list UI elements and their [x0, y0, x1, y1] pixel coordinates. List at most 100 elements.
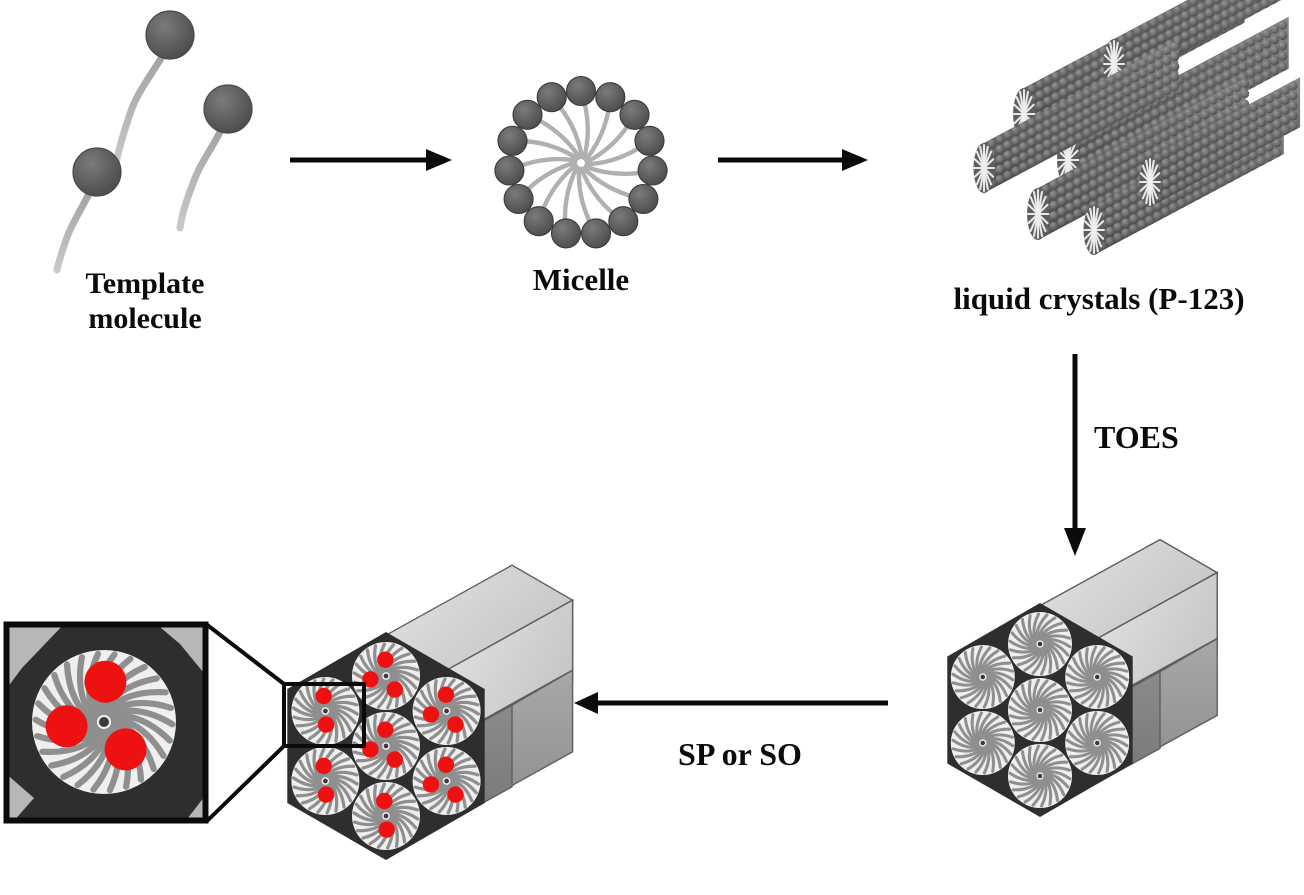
rod-bead: [1222, 70, 1232, 81]
pore-spiral: [984, 670, 1015, 682]
pore-spiral: [1084, 713, 1094, 744]
rod-bead: [1240, 126, 1250, 136]
rod-bead: [1050, 135, 1061, 145]
rod-bead: [1112, 177, 1123, 187]
rod-bead: [1165, 19, 1175, 29]
rod-bead: [1146, 54, 1156, 64]
pore-spiral: [1067, 664, 1095, 682]
pore-spiral: [294, 767, 323, 786]
arrow-micelle-to-liquid-crystals: [716, 142, 886, 178]
pore-spiral: [1008, 647, 1040, 654]
pore-spiral: [970, 713, 980, 744]
rod-bead: [1105, 226, 1115, 237]
rod-bead: [1043, 129, 1053, 139]
rod-bead: [1157, 24, 1167, 34]
rod-bead: [1121, 208, 1131, 218]
rod-bead: [1128, 158, 1138, 168]
pore-spiral: [421, 714, 450, 735]
rod-bead: [1228, 16, 1238, 26]
liquid-crystal-rod: [972, 39, 1180, 194]
pore-spiral: [1097, 733, 1129, 740]
rod-bead: [1198, 62, 1208, 72]
pore-centre: [980, 674, 986, 680]
rod-bead: [1262, 29, 1272, 39]
rod-bead: [1193, 152, 1203, 162]
rod-bead: [1066, 96, 1076, 107]
rod-bead: [1188, 27, 1199, 37]
nanoparticle: [317, 786, 335, 803]
rod-bead: [1066, 116, 1076, 127]
micelle-head: [494, 155, 525, 186]
rod-bead: [1154, 80, 1164, 90]
nanoparticle: [376, 792, 393, 810]
rod-bead: [1129, 184, 1139, 194]
rod-bead: [1104, 181, 1115, 191]
pore-channel: [352, 782, 420, 850]
rod-bead: [1011, 126, 1021, 136]
arrow-liquid-crystals-to-silica: [1056, 352, 1100, 562]
rod-bead: [1011, 166, 1021, 176]
rod-bead: [1145, 215, 1155, 225]
rod-bead: [1087, 142, 1097, 152]
pore-channel: [352, 642, 420, 710]
pore-spiral: [421, 784, 450, 805]
rod-bead: [1232, 120, 1242, 131]
rod-bead: [1114, 71, 1124, 81]
rod-bead: [1240, 106, 1250, 116]
rod-bead: [1280, 85, 1290, 95]
rod-bead: [1146, 64, 1156, 74]
rod-bead: [1057, 186, 1067, 196]
rod-bead: [1089, 190, 1099, 200]
silica-block-body: [947, 538, 1219, 817]
rod-bead: [1075, 79, 1085, 89]
pore-channel: [1065, 645, 1130, 709]
loaded-silica-block-body: [287, 564, 575, 860]
rod-bead: [1204, 0, 1214, 8]
rod-bead: [1119, 125, 1129, 135]
pore-spiral: [1023, 779, 1044, 804]
rod-bead: [1201, 167, 1211, 177]
rod-bead: [1256, 98, 1266, 108]
rod-bead: [1158, 104, 1168, 114]
pore-spiral: [445, 764, 477, 778]
micelle-svg: [494, 75, 668, 249]
rod-bead: [1177, 140, 1187, 150]
magnified-pore-inset[interactable]: [3, 621, 209, 824]
inset-selection-square[interactable]: [282, 682, 366, 748]
pore-spiral: [355, 679, 387, 693]
template-molecule-2: [176, 84, 253, 232]
rod-bead: [1161, 158, 1171, 169]
rod-bead: [1216, 159, 1227, 169]
pore-spiral: [1008, 713, 1040, 720]
pore-spiral: [1065, 738, 1096, 750]
rod-bead: [1188, 17, 1199, 27]
pore-channel: [291, 677, 360, 745]
pore-channel: [950, 711, 1015, 775]
rod-bead: [1188, 0, 1199, 7]
pore-spiral: [1023, 713, 1044, 738]
rod-end-tail: [1013, 112, 1026, 125]
rod-bead: [1081, 184, 1091, 194]
pore-spiral: [450, 777, 474, 803]
pore-centre: [323, 778, 328, 784]
rod-bead: [1252, 3, 1262, 13]
rod-bead: [1130, 83, 1140, 93]
nanoparticle: [386, 751, 403, 768]
rod-bead: [1248, 132, 1258, 142]
rod-bead: [1051, 71, 1061, 81]
pore-spiral: [448, 704, 481, 716]
rod-bead: [1120, 162, 1130, 173]
rod-bead: [1057, 196, 1067, 206]
rod-bead: [1083, 54, 1093, 64]
rod-bead: [1188, 37, 1199, 47]
rod-bead: [1027, 158, 1037, 168]
arrow-template-to-micelle: [288, 142, 458, 178]
pore-spiral: [1020, 749, 1037, 778]
rod-bead: [1161, 178, 1171, 189]
rod-bead: [1138, 68, 1148, 79]
rod-bead: [995, 174, 1005, 185]
rod-bead: [1169, 154, 1179, 164]
rod-bead: [1074, 112, 1084, 122]
rod-bead: [1141, 22, 1151, 32]
rod-bead: [1074, 132, 1084, 142]
